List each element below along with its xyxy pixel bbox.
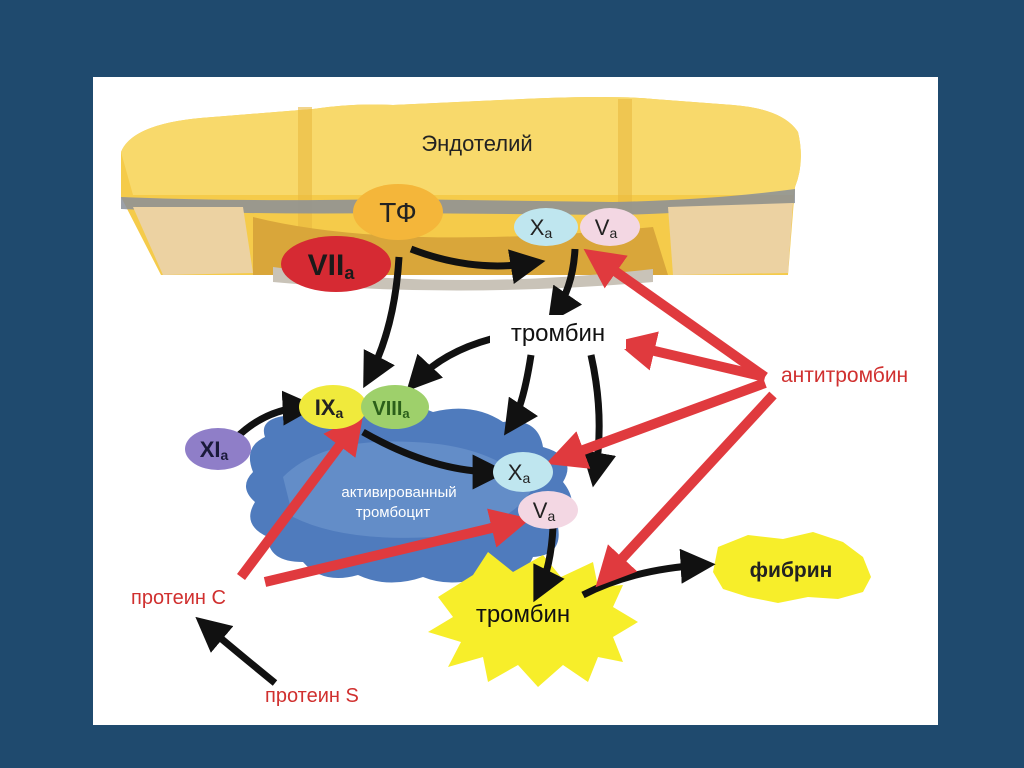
factor-10a-top: Xa xyxy=(514,208,578,246)
factor-9a: IXa xyxy=(299,385,367,429)
arrow-thrombin-to-fibrin xyxy=(581,548,716,599)
arrow-11a-to-9a xyxy=(232,390,318,442)
inhib-antithrombin-to-5a-top xyxy=(583,248,768,382)
arrow-thrombin-to-10a xyxy=(504,354,538,436)
factor-11a: XIa xyxy=(185,428,251,470)
svg-text:VIIIa: VIIIa xyxy=(372,398,410,421)
arrow-5a-to-thrombin-bottom xyxy=(533,526,565,603)
svg-text:Va: Va xyxy=(595,215,618,241)
arrow-7a-to-9a xyxy=(363,256,403,389)
protein-c-label: протеин С xyxy=(131,587,226,609)
factor-8a: VIIIa xyxy=(361,385,429,429)
endothelium-label: Эндотелий xyxy=(421,131,532,156)
inhib-antithrombin-to-thrombin xyxy=(615,331,767,382)
factor-5a-top: Va xyxy=(580,208,640,246)
fibrin-cloud xyxy=(713,532,871,603)
svg-text:Xa: Xa xyxy=(508,460,531,486)
factor-5a-mid: Va xyxy=(518,491,578,529)
inhib-protein-c-to-9a xyxy=(237,413,364,580)
svg-text:IXa: IXa xyxy=(315,395,344,421)
coagulation-diagram: ТФ VIIa Xa Va тромбин IXa VIIIa XIa Xa V… xyxy=(121,97,908,707)
arrow-thrombin-to-8a xyxy=(406,335,492,392)
svg-text:Xa: Xa xyxy=(530,215,553,241)
thrombin-top-node: тромбин xyxy=(490,315,626,349)
arrow-5a-to-thrombin xyxy=(547,248,583,324)
fibrin-label: фибрин xyxy=(750,559,833,582)
svg-text:Va: Va xyxy=(533,498,556,524)
arrow-thrombin-to-5a xyxy=(581,354,617,488)
inhibition-arrows xyxy=(237,248,777,588)
slide-canvas: ТФ VIIa Xa Va тромбин IXa VIIIa XIa Xa V… xyxy=(93,77,938,725)
factor-10a-mid: Xa xyxy=(493,452,553,492)
antithrombin-label: антитромбин xyxy=(781,364,908,387)
svg-text:ТФ: ТФ xyxy=(379,197,416,228)
arrow-9a-to-10a xyxy=(361,428,508,490)
activation-arrows xyxy=(195,245,716,686)
inhib-protein-c-to-5a xyxy=(263,508,531,587)
svg-text:VIIa: VIIa xyxy=(308,249,356,283)
protein-s-label: протеин S xyxy=(265,685,359,707)
inhib-antithrombin-to-10a xyxy=(545,378,767,469)
tf-node: ТФ xyxy=(353,184,443,240)
svg-text:тромбин: тромбин xyxy=(511,320,605,347)
thrombin-bottom-label: тромбин xyxy=(476,601,570,628)
inhib-antithrombin-to-thrombin-bottom xyxy=(595,391,777,588)
platelet-label-line1: активированный xyxy=(341,484,456,501)
platelet-label-line2: тромбоцит xyxy=(356,504,431,521)
svg-text:XIa: XIa xyxy=(200,437,229,463)
arrow-7a-to-10a xyxy=(409,245,546,284)
arrow-protein-s-to-c xyxy=(195,616,278,686)
factor-7a: VIIa xyxy=(281,236,391,292)
thrombin-burst xyxy=(428,552,638,687)
